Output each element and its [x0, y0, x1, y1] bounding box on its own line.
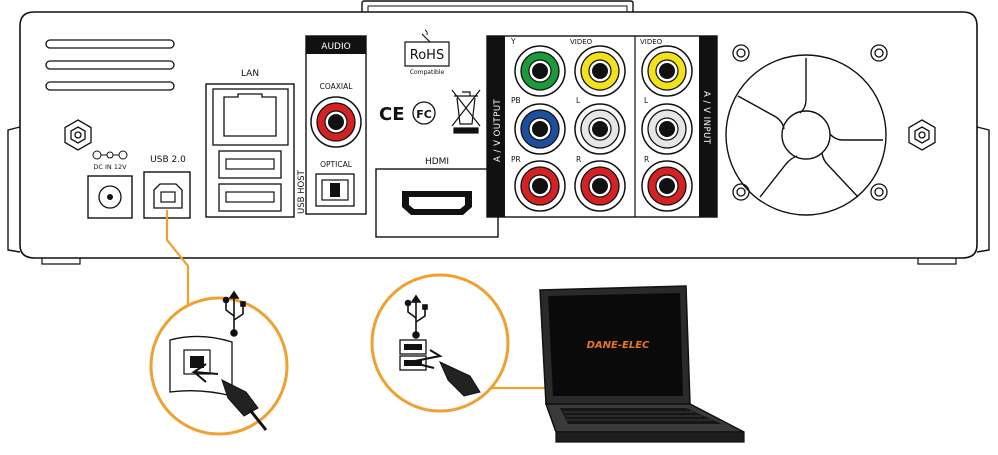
video-in-label: VIDEO [640, 38, 663, 46]
weee-bin-icon [451, 89, 481, 134]
dc-in-label: DC IN 12V [93, 163, 127, 171]
rca-video-out-jack [574, 45, 626, 97]
usb-symbol-icon [222, 290, 246, 337]
l-out-label: L [576, 96, 581, 105]
rohs-mark: RoHS Compatible [404, 29, 450, 76]
av-input-label: A / V INPUT [701, 91, 711, 145]
rohs-label: RoHS [410, 48, 444, 63]
rohs-sub-label: Compatible [410, 69, 445, 76]
audio-label: AUDIO [321, 42, 350, 52]
video-out-label: VIDEO [570, 38, 593, 46]
rca-pr-jack [514, 160, 566, 212]
dc-polarity-icon [92, 150, 128, 160]
optical-jack [315, 173, 355, 207]
coaxial-jack [310, 96, 362, 148]
pb-label: PB [511, 96, 521, 105]
left-screw-icon [64, 119, 92, 151]
lan-usb-host-block: LAN USB HOST [205, 69, 307, 218]
hdmi-port: HDMI [375, 157, 499, 238]
l-in-label: L [644, 96, 649, 105]
dc-in-port: DC IN 12V [87, 150, 133, 219]
rca-jacks [514, 45, 693, 212]
rca-pb-jack [514, 103, 566, 155]
av-output-label: A / V OUTPUT [493, 98, 503, 162]
lan-label: LAN [241, 69, 259, 79]
audio-block: AUDIO COAXIAL OPTICAL [305, 35, 367, 215]
ce-mark: CE [379, 104, 405, 125]
vent-slots [45, 39, 175, 91]
rca-r-in-jack [641, 160, 693, 212]
fan-icon [725, 44, 888, 216]
usb-device-port: USB 2.0 [143, 155, 191, 219]
usb-symbol-icon [404, 294, 428, 339]
pr-label: PR [511, 155, 521, 164]
fc-mark: FC [412, 101, 436, 125]
coaxial-label: COAXIAL [320, 82, 354, 91]
right-screw-icon [908, 119, 936, 151]
hdmi-label: HDMI [425, 157, 449, 167]
rca-y-jack [514, 45, 566, 97]
laptop-usb-callout [370, 273, 510, 413]
rca-video-in-jack [641, 45, 693, 97]
r-in-label: R [644, 155, 649, 164]
rca-l-in-jack [641, 103, 693, 155]
optical-label: OPTICAL [320, 160, 353, 169]
fc-label: FC [416, 108, 432, 121]
usb-host-label: USB HOST [297, 169, 307, 214]
rca-l-out-jack [574, 103, 626, 155]
y-label: Y [510, 37, 516, 46]
laptop-illustration: DANE-ELEC [539, 285, 745, 443]
brand-logo: DANE-ELEC [587, 340, 650, 351]
rca-r-out-jack [574, 160, 626, 212]
r-out-label: R [576, 155, 581, 164]
av-block: A / V OUTPUT A / V INPUT Y PB PR VIDEO L… [486, 35, 718, 218]
usb-20-label: USB 2.0 [150, 155, 186, 165]
device-usb-callout [149, 290, 289, 436]
